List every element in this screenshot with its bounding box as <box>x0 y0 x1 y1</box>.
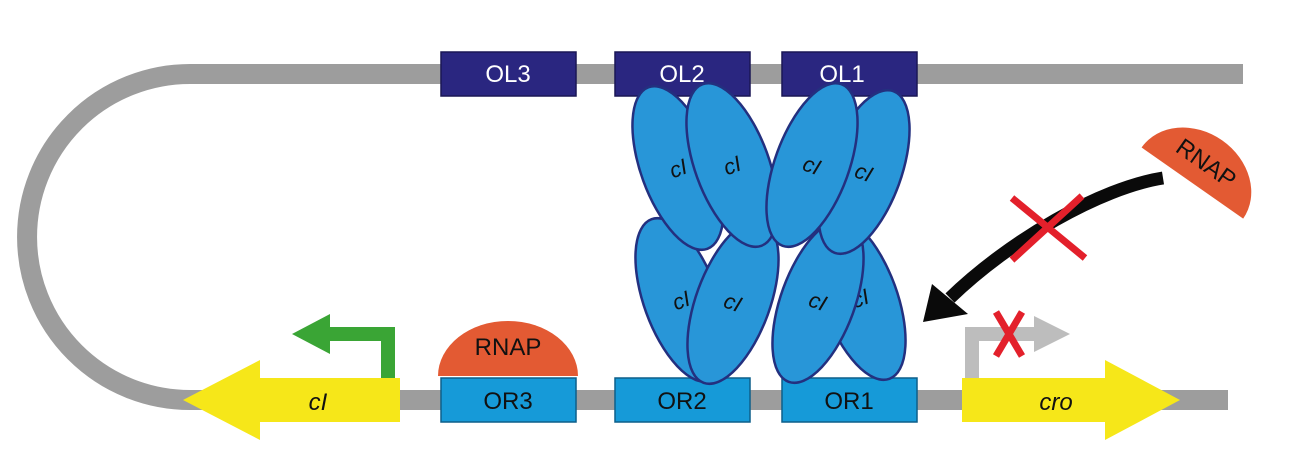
operator-or1: OR1 <box>781 377 918 423</box>
rnap-at-or3-label: RNAP <box>475 334 542 361</box>
rnap-at-or3: RNAP <box>438 321 578 376</box>
promoter-block-x <box>992 310 1026 358</box>
operator-or1-label: OR1 <box>824 388 873 415</box>
ci-repressor-complex: cI cI cI cI cI cI cI cI <box>631 81 911 386</box>
gene-cro: cro <box>962 360 1180 440</box>
rnap-path-arrow <box>923 171 1165 322</box>
operator-or2-label: OR2 <box>657 388 706 415</box>
rnap-path-block-x <box>1009 193 1088 263</box>
operator-or3-label: OR3 <box>483 388 532 415</box>
ci-monomer: cI <box>631 84 725 252</box>
ci-monomer: cI <box>685 81 779 249</box>
gene-ci: cI <box>183 360 400 440</box>
gene-cro-label: cro <box>1039 389 1072 416</box>
ci-monomer: cI <box>686 218 780 386</box>
dna-strand <box>17 64 1243 410</box>
operator-ol2: OL2 <box>614 51 751 97</box>
operator-ol3: OL3 <box>440 51 577 97</box>
operator-or3: OR3 <box>440 377 577 423</box>
inactive-promoter-arrow <box>965 316 1070 378</box>
operator-or2: OR2 <box>614 377 751 423</box>
ci-monomer: cI <box>765 81 859 249</box>
operator-ol2-label: OL2 <box>659 61 704 88</box>
ci-monomer: cI <box>771 217 865 385</box>
operator-ol3-label: OL3 <box>485 61 530 88</box>
active-promoter-arrow <box>292 314 395 378</box>
gene-ci-label: cI <box>309 389 328 416</box>
rnap-free: RNAP <box>1141 127 1252 219</box>
